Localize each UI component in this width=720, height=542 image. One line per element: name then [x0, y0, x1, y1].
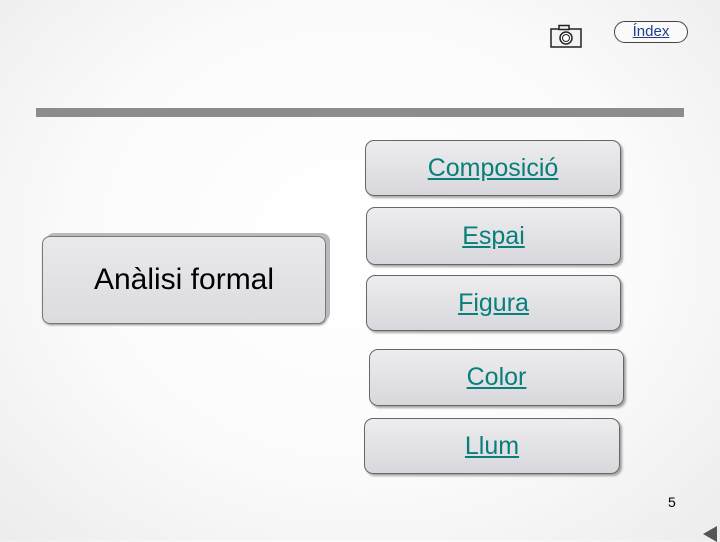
- main-topic-box: Anàlisi formal: [42, 236, 326, 324]
- topic-button-espai[interactable]: Espai: [366, 207, 621, 265]
- topic-button-llum[interactable]: Llum: [364, 418, 620, 474]
- topic-label: Figura: [458, 288, 529, 317]
- divider: [36, 108, 684, 117]
- topic-button-figura[interactable]: Figura: [366, 275, 621, 331]
- topic-button-color[interactable]: Color: [369, 349, 624, 406]
- page-number: 5: [668, 494, 676, 510]
- index-button[interactable]: Índex: [614, 21, 688, 43]
- main-topic-label: Anàlisi formal: [93, 263, 275, 296]
- topic-label: Espai: [462, 221, 525, 250]
- topic-label: Color: [466, 363, 527, 391]
- topic-button-composicio[interactable]: Composició: [365, 140, 621, 196]
- camera-icon[interactable]: [550, 24, 582, 48]
- topic-label: Llum: [464, 431, 520, 460]
- triangle-left-icon[interactable]: [703, 526, 717, 542]
- topic-label: Composició: [427, 153, 559, 182]
